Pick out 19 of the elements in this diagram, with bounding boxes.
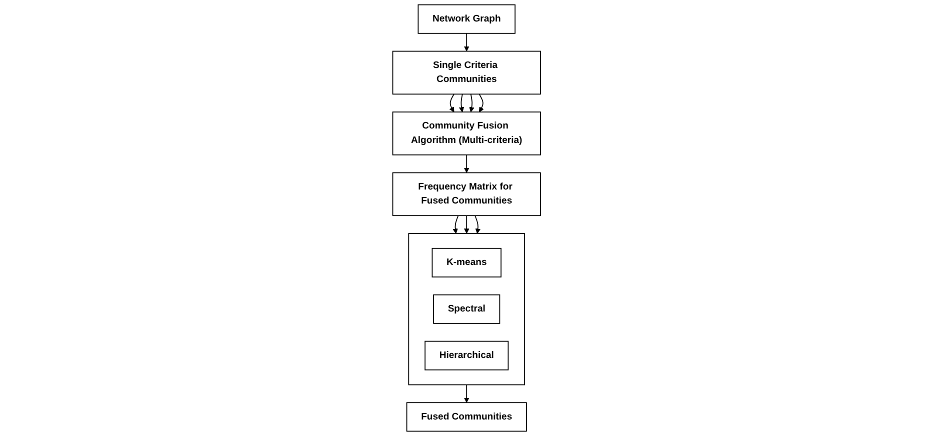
arrow	[470, 94, 475, 112]
arrow	[450, 94, 455, 112]
node-box: Fused Communities	[406, 402, 528, 432]
node-box: Spectral	[433, 294, 501, 324]
arrow	[453, 215, 460, 234]
arrow	[464, 384, 470, 403]
cluster	[408, 233, 526, 386]
arrow	[464, 32, 470, 52]
node-box: Single Criteria Communities	[392, 50, 542, 95]
arrow	[479, 94, 484, 112]
node-box: Network Graph	[418, 4, 516, 34]
arrow	[474, 215, 481, 234]
arrow	[464, 215, 470, 234]
node-box: Community Fusion Algorithm (Multi-criteria)	[392, 112, 542, 156]
node-box: K-means	[432, 248, 502, 278]
arrow	[464, 154, 470, 173]
node-box: Frequency Matrix for Fused Communities	[392, 172, 542, 216]
arrow	[459, 94, 464, 112]
node-box: Hierarchical	[424, 340, 510, 370]
